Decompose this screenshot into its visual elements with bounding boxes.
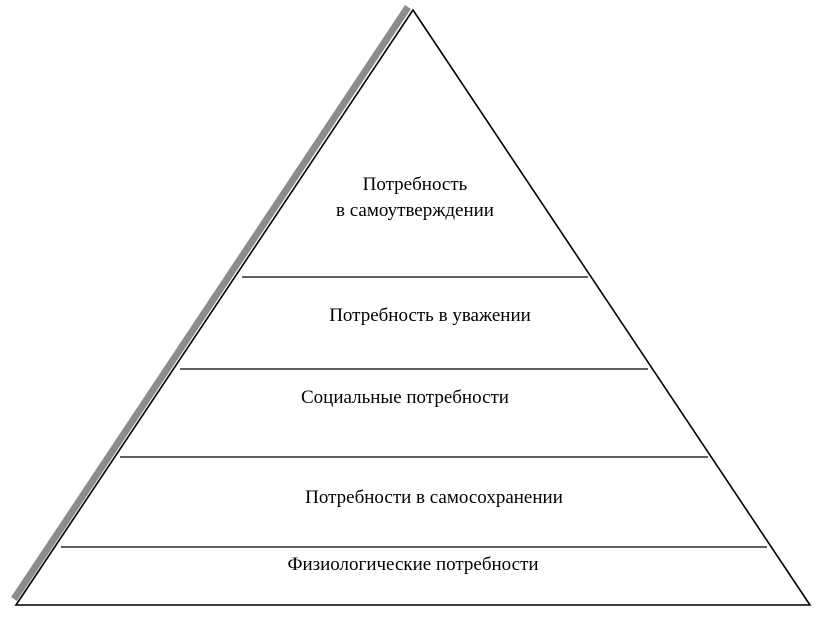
level-physiological-label: Физиологические потребности bbox=[287, 554, 538, 575]
pyramid-shadow bbox=[11, 5, 411, 601]
level-self-actualization-label-line1: Потребность bbox=[363, 174, 468, 195]
level-safety-label: Потребности в самосохранении bbox=[305, 487, 563, 508]
level-social-label: Социальные потребности bbox=[301, 387, 509, 408]
level-esteem-label: Потребность в уважении bbox=[329, 305, 531, 326]
level-self-actualization-label-line2: в самоутверждении bbox=[336, 200, 494, 221]
pyramid-outline bbox=[14, 8, 812, 606]
